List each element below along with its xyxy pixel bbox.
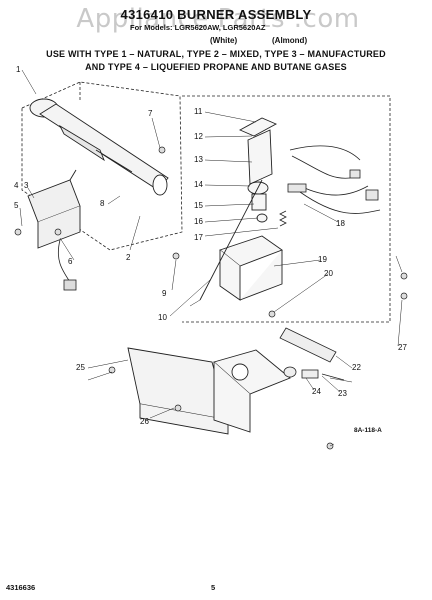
model-numbers: For Models: LGR5620AW, LGR5620AZ bbox=[130, 23, 266, 32]
callout-1: 1 bbox=[16, 65, 21, 74]
footer-page-number: 5 bbox=[211, 583, 216, 592]
burner-tube bbox=[29, 98, 169, 196]
callout-12: 12 bbox=[194, 132, 203, 141]
callout-26: 26 bbox=[140, 417, 149, 426]
base-plate bbox=[127, 347, 229, 435]
callout-25: 25 bbox=[76, 363, 85, 372]
callout-14: 14 bbox=[194, 180, 203, 189]
callout-5: 5 bbox=[14, 201, 19, 210]
callout-6a: 6 bbox=[68, 257, 73, 266]
usage-line-1: USE WITH TYPE 1 – NATURAL, TYPE 2 – MIXE… bbox=[46, 49, 386, 59]
bracket-wire bbox=[57, 239, 77, 291]
valve-stack bbox=[199, 117, 283, 301]
assembly-frame bbox=[21, 81, 183, 251]
color-almond-label: (Almond) bbox=[272, 36, 308, 45]
spring bbox=[279, 210, 287, 227]
callout-10: 10 bbox=[158, 313, 167, 322]
callout-15: 15 bbox=[194, 201, 203, 210]
callout-7: 7 bbox=[148, 109, 153, 118]
callout-17: 17 bbox=[194, 233, 203, 242]
leader-lines bbox=[19, 69, 403, 447]
screws bbox=[14, 146, 408, 450]
callout-19: 19 bbox=[318, 255, 327, 264]
callout-27: 27 bbox=[398, 343, 407, 352]
callout-9: 9 bbox=[162, 289, 167, 298]
callout-11: 11 bbox=[194, 107, 203, 116]
callout-13: 13 bbox=[194, 155, 203, 164]
footer-part-number: 4316636 bbox=[6, 583, 36, 592]
callout-8a: 8 bbox=[100, 199, 105, 208]
callout-22: 22 bbox=[352, 363, 361, 372]
callout-3: 3 bbox=[24, 181, 29, 190]
usage-line-2: AND TYPE 4 – LIQUEFIED PROPANE AND BUTAN… bbox=[85, 62, 347, 72]
callout-24: 24 bbox=[312, 387, 321, 396]
callout-16: 16 bbox=[194, 217, 203, 226]
heat-shield bbox=[213, 349, 291, 433]
wire-harness bbox=[287, 145, 381, 214]
gas-valve-parts bbox=[279, 327, 345, 381]
callout-20: 20 bbox=[324, 269, 333, 278]
watermark: Appliance Parts .com bbox=[76, 4, 360, 34]
burner-bracket bbox=[27, 169, 81, 249]
page-title: 4316410 BURNER ASSEMBLY bbox=[120, 7, 312, 22]
callout-4: 4 bbox=[14, 181, 19, 190]
callout-18: 18 bbox=[336, 219, 345, 228]
callout-2: 2 bbox=[126, 253, 131, 262]
figure-code: 8A-118-A bbox=[354, 427, 382, 434]
sub-assembly-box bbox=[182, 95, 391, 323]
color-white-label: (White) bbox=[210, 36, 238, 45]
callout-23: 23 bbox=[338, 389, 347, 398]
